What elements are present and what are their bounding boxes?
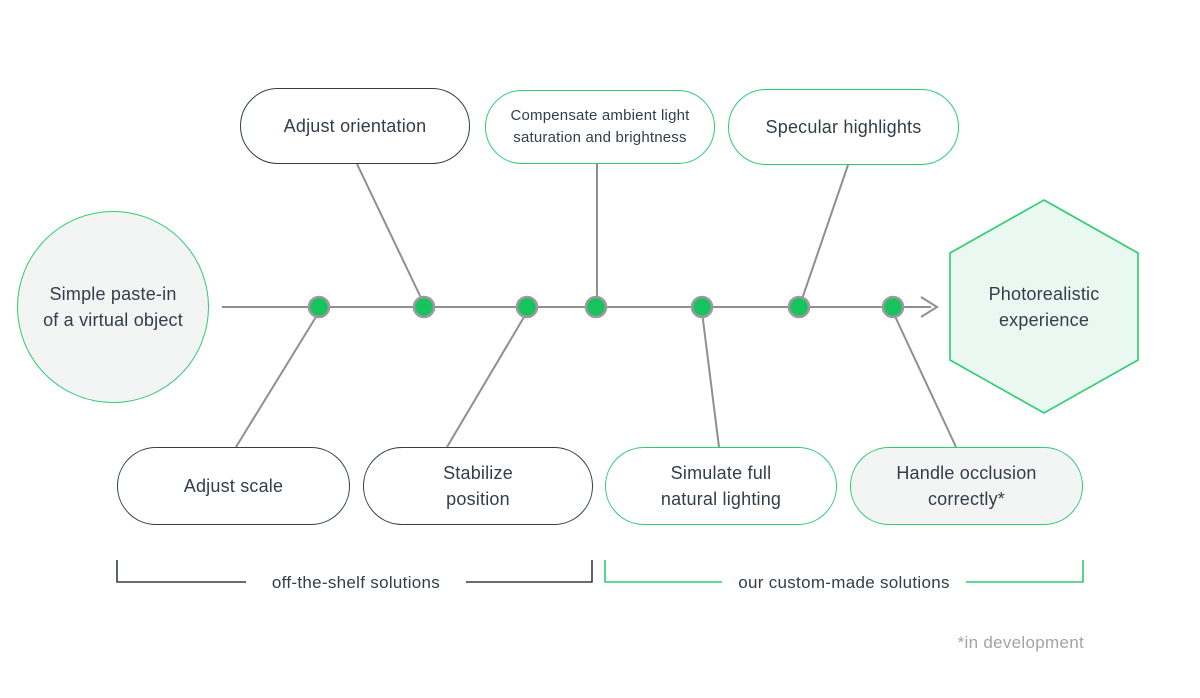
milestone-dot-5 <box>690 295 714 319</box>
bracket-custom-made-right <box>966 560 1084 583</box>
node-adjust-orientation-label: Adjust orientation <box>283 115 427 136</box>
node-compensate-ambient-light: Compensate ambient light saturation and … <box>485 90 715 164</box>
end-node-hexagon <box>949 199 1139 414</box>
footnote-in-development: *in development <box>957 633 1084 652</box>
node-stabilize-position: Stabilize position <box>363 447 593 525</box>
bracket-custom-made-left <box>604 560 722 583</box>
node-specular-highlights: Specular highlights <box>728 89 959 165</box>
connector-stabilize-position <box>446 311 528 448</box>
node-handle-occlusion: Handle occlusion correctly* <box>850 447 1083 525</box>
milestone-dots <box>307 295 905 319</box>
milestone-dot-4 <box>584 295 608 319</box>
connector-simulate-lighting <box>701 311 720 448</box>
milestone-dot-7 <box>881 295 905 319</box>
start-node-label: Simple paste-in of a virtual object <box>43 283 183 330</box>
end-node-label: Photorealistic experience <box>988 284 1100 331</box>
node-adjust-scale-label: Adjust scale <box>183 475 284 496</box>
node-compensate-ambient-light-label: Compensate ambient light saturation and … <box>510 106 690 147</box>
node-handle-occlusion-label: Handle occlusion correctly* <box>896 462 1037 509</box>
bracket-label-off-the-shelf: off-the-shelf solutions <box>271 573 441 592</box>
milestone-dot-3 <box>515 295 539 319</box>
node-stabilize-position-label: Stabilize position <box>443 462 513 509</box>
bracket-label-custom-made: our custom-made solutions <box>738 573 950 592</box>
node-simulate-natural-lighting-label: Simulate full natural lighting <box>660 462 782 509</box>
milestone-dot-1 <box>307 295 331 319</box>
milestone-dot-2 <box>412 295 436 319</box>
bracket-off-the-shelf-left <box>116 560 246 583</box>
connector-specular-highlights <box>800 164 849 303</box>
milestone-dot-6 <box>787 295 811 319</box>
connector-handle-occlusion <box>892 311 957 448</box>
bracket-off-the-shelf-right <box>466 560 593 583</box>
start-node: Simple paste-in of a virtual object <box>17 211 209 403</box>
connector-adjust-scale <box>235 311 320 448</box>
node-specular-highlights-label: Specular highlights <box>765 116 922 137</box>
node-adjust-orientation: Adjust orientation <box>240 88 470 164</box>
connector-adjust-orientation <box>356 163 424 303</box>
node-adjust-scale: Adjust scale <box>117 447 350 525</box>
arrowhead-icon <box>920 296 939 318</box>
node-simulate-natural-lighting: Simulate full natural lighting <box>605 447 837 525</box>
